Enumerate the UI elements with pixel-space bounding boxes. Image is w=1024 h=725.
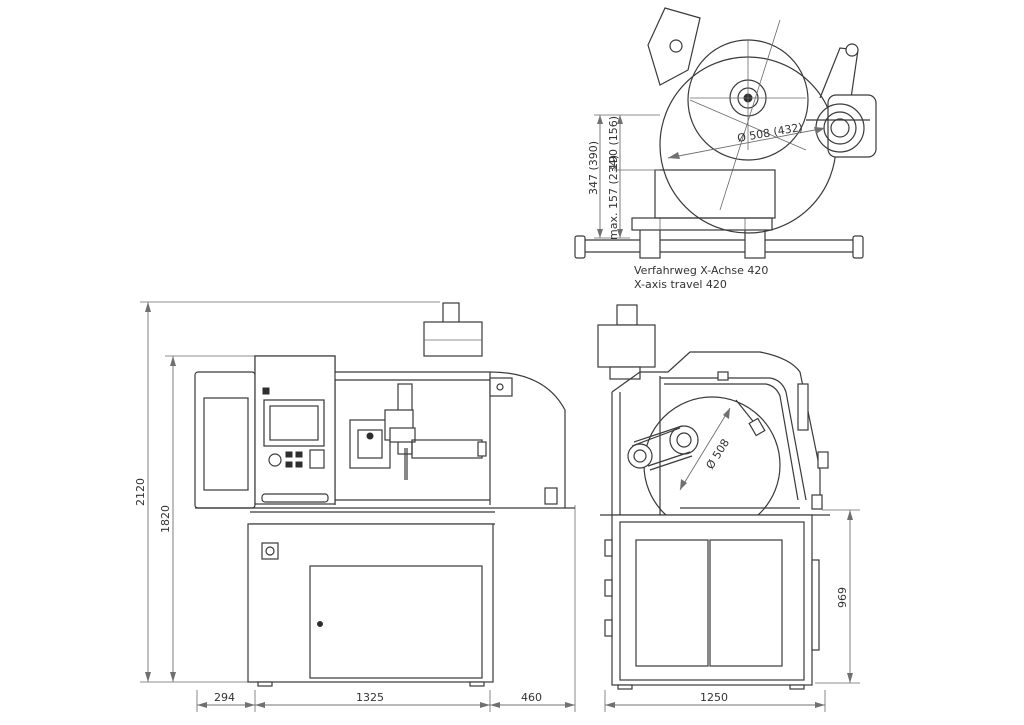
side-cabinet-door-right [709, 539, 783, 667]
top-view-motor [806, 43, 877, 158]
control-knob [268, 453, 282, 467]
front-view-height-dims: 2120 1820 [134, 301, 440, 683]
side-wheel-diameter-label: Ø 508 [704, 437, 733, 472]
dim-157-label: max. 157 (234) [607, 155, 620, 240]
front-view-cabinet [247, 523, 494, 687]
top-view-base-rail [574, 217, 864, 259]
side-view-dims: 1250 969 [604, 509, 860, 712]
top-view: Ø 508 (432) 347 (390) 190 (156) max. 157… [574, 7, 877, 291]
front-view: 2120 1820 294 1325 460 [134, 301, 576, 712]
axis-travel-english: X-axis travel 420 [634, 278, 727, 291]
side-view-blade: Ø 508 [627, 396, 781, 534]
front-view-cutting-unit [349, 383, 487, 480]
dim-1250-label: 1250 [700, 691, 728, 704]
front-main-switch [261, 542, 279, 560]
dim-1820-label: 1820 [159, 505, 172, 533]
side-view: Ø 508 1250 969 [597, 304, 860, 712]
axis-travel-german: Verfahrweg X-Achse 420 [634, 264, 768, 277]
front-cabinet-door [309, 565, 483, 679]
front-view-width-dims: 294 1325 460 [196, 505, 576, 712]
dim-2120-label: 2120 [134, 478, 147, 506]
control-screen [263, 399, 325, 447]
dim-969-label: 969 [836, 587, 849, 608]
top-view-vertical-dims: 347 (390) 190 (156) max. 157 (234) [587, 114, 660, 240]
side-view-cabinet [604, 514, 820, 690]
side-view-housing [600, 351, 830, 516]
top-view-blade-wheel [647, 7, 837, 234]
side-cabinet-door-left [635, 539, 709, 667]
dim-294-label: 294 [214, 691, 235, 704]
dim-460-label: 460 [521, 691, 542, 704]
dim-190-label: 190 (156) [607, 116, 620, 170]
dim-1325-label: 1325 [356, 691, 384, 704]
dim-347-label: 347 (390) [587, 141, 600, 195]
front-view-control-panel [254, 355, 336, 505]
front-view-extractor [423, 302, 483, 357]
side-view-extractor [597, 304, 656, 380]
